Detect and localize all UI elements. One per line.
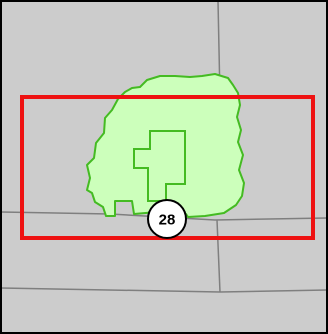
route-shield-circle [147,199,187,239]
route-shield-label: 28 [159,212,176,229]
route-shield[interactable]: 28 [147,199,187,239]
park-area[interactable] [86,73,245,218]
road-south-vertical [216,219,221,293]
park-inner-parcel [133,130,186,202]
road-south-horizontal [0,287,328,293]
